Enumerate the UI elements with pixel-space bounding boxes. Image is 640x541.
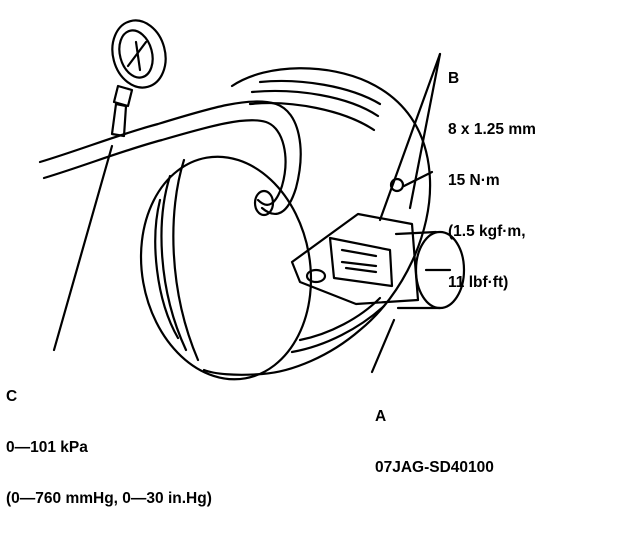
callout-a: A 07JAG-SD40100 [375, 374, 494, 510]
callout-c-letter: C [6, 388, 18, 405]
vacuum-gauge [110, 19, 167, 138]
callout-c: C 0—101 kPa (0—760 mmHg, 0—30 in.Hg) [6, 354, 212, 541]
callout-b-line: (1.5 kgf·m, [448, 223, 526, 240]
callout-c-line: 0—101 kPa [6, 439, 88, 456]
brake-booster-body [139, 67, 434, 381]
illustration-canvas: B 8 x 1.25 mm 15 N·m (1.5 kgf·m, 11 lbf·… [6, 19, 536, 507]
vacuum-hose [38, 100, 302, 217]
callout-b-line: 11 lbf·ft) [448, 274, 509, 291]
callout-b-line: 15 N·m [448, 172, 500, 189]
callout-a-letter: A [375, 408, 387, 425]
callout-a-line: 07JAG-SD40100 [375, 459, 494, 476]
brake-booster-illustration [38, 19, 466, 381]
callout-b-letter: B [448, 70, 460, 87]
callout-b: B 8 x 1.25 mm 15 N·m (1.5 kgf·m, 11 lbf·… [448, 36, 536, 325]
leader-lines [52, 52, 442, 374]
callout-c-line: (0—760 mmHg, 0—30 in.Hg) [6, 490, 212, 507]
tool-fixture [290, 212, 466, 310]
callout-b-line: 8 x 1.25 mm [448, 121, 536, 138]
